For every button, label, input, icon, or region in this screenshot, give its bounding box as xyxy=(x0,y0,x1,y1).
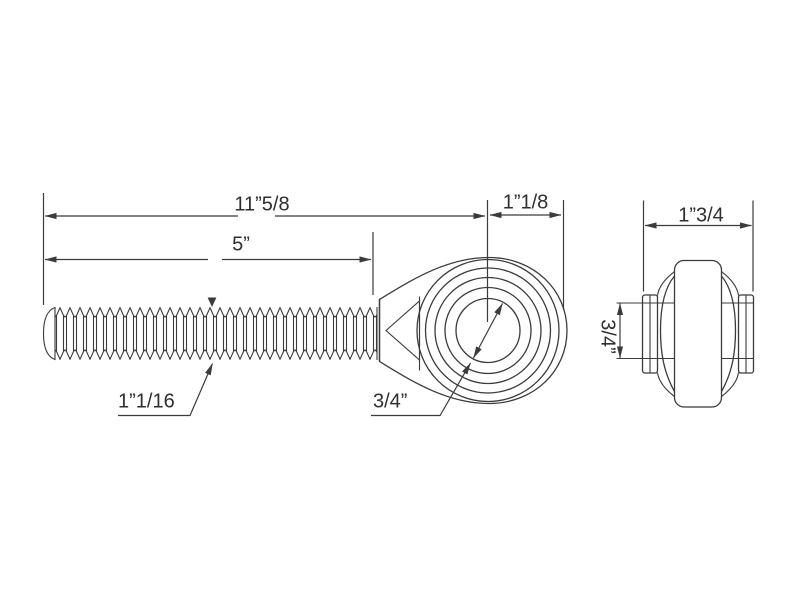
neck-cone xyxy=(385,299,421,362)
rim-right xyxy=(737,294,755,374)
leader-line xyxy=(371,362,472,417)
callout-thread-diameter: 1”1/16 xyxy=(118,297,217,417)
bore-diameter-arrow xyxy=(472,303,504,359)
threaded-rod xyxy=(42,298,381,362)
callout-bore-diameter: 3/4” xyxy=(371,362,472,417)
thread-top-arrowhead xyxy=(207,297,217,307)
front-view: 11”5/8 5” 1”1/8 1”1/16 3/4” xyxy=(42,192,568,417)
outer-width-label: 1”3/4 xyxy=(678,205,724,227)
rod-tip-cap xyxy=(42,306,56,361)
bore-diameter-label: 3/4” xyxy=(373,391,407,413)
eye-housing xyxy=(378,256,568,405)
ball-bulge-right xyxy=(720,275,737,392)
dim-thread-length: 5” xyxy=(44,232,374,295)
ball-bulge-left xyxy=(659,275,676,392)
ball-column xyxy=(673,259,723,408)
dim-overall-length: 11”5/8 xyxy=(42,193,489,322)
head-width-label: 1”1/8 xyxy=(503,192,549,214)
shoulder-top-left xyxy=(656,271,675,296)
dim-bore-height: 3/4” xyxy=(597,303,624,359)
shoulder-bottom-left xyxy=(656,372,675,397)
thread-pattern xyxy=(55,307,377,360)
housing-outline xyxy=(378,256,568,405)
leader-line xyxy=(118,363,214,417)
rim-left xyxy=(641,294,659,374)
dim-outer-width: 1”3/4 xyxy=(642,200,754,292)
bearing-body xyxy=(616,259,755,408)
overall-length-label: 11”5/8 xyxy=(234,194,289,216)
shoulder-top-right xyxy=(721,271,740,296)
bore-height-label: 3/4” xyxy=(597,319,619,353)
side-view: 1”3/4 3/4” xyxy=(597,200,755,408)
dim-head-width: 1”1/8 xyxy=(489,192,565,310)
thread-length-label: 5” xyxy=(232,234,250,256)
shoulder-bottom-right xyxy=(721,372,740,397)
thread-diameter-label: 1”1/16 xyxy=(118,391,175,413)
